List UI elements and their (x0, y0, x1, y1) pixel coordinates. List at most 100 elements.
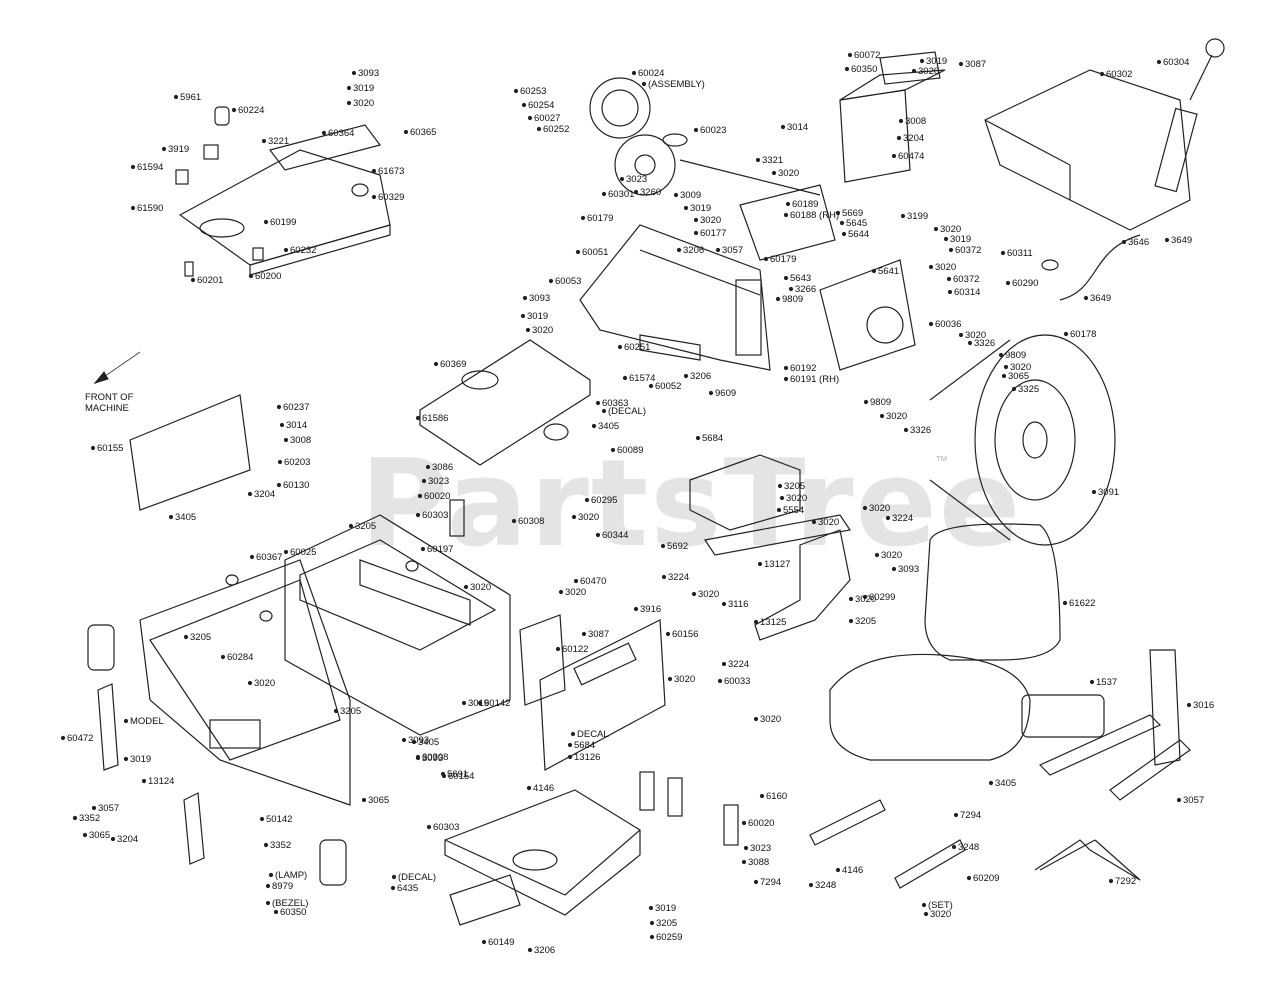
part-label: 3248 (958, 842, 979, 853)
part-label: 60025 (290, 547, 316, 558)
part-leader-dot (693, 127, 699, 133)
part-leader-dot (741, 820, 747, 826)
part-leader-dot (785, 201, 791, 207)
part-label: 3405 (418, 737, 439, 748)
part-leader-dot (783, 275, 789, 281)
part-label: 3206 (683, 245, 704, 256)
part-label: (DECAL) (608, 406, 646, 417)
part-leader-dot (753, 716, 759, 722)
part-leader-dot (896, 135, 902, 141)
part-label: 3019 (353, 83, 374, 94)
part-leader-dot (1001, 373, 1007, 379)
part-label: 3020 (786, 493, 807, 504)
part-leader-dot (555, 646, 561, 652)
watermark: PartsTree (360, 435, 1022, 574)
part-leader-dot (757, 561, 763, 567)
part-leader-dot (879, 413, 885, 419)
part-leader-dot (743, 845, 749, 851)
part-label: (ASSEMBLY) (648, 79, 705, 90)
part-label: 60350 (280, 907, 306, 918)
part-leader-dot (966, 875, 972, 881)
part-label: 3016 (1193, 700, 1214, 711)
part-label: 13124 (148, 776, 174, 787)
part-label: 5645 (846, 218, 867, 229)
transmission-frame (579, 224, 771, 371)
part-label: 60299 (869, 592, 895, 603)
part-label: 60372 (955, 245, 981, 256)
part-label: 60224 (238, 105, 264, 116)
part-label: 60052 (655, 381, 681, 392)
part-leader-dot (161, 146, 167, 152)
part-leader-dot (123, 718, 129, 724)
part-leader-dot (661, 574, 667, 580)
part-leader-dot (548, 278, 554, 284)
part-label: 60350 (851, 64, 877, 75)
part-leader-dot (660, 543, 666, 549)
seat-plate (444, 789, 641, 926)
part-leader-dot (249, 554, 255, 560)
part-label: 3205 (190, 632, 211, 643)
part-leader-dot (527, 115, 533, 121)
part-leader-dot (283, 247, 289, 253)
part-label: 7294 (760, 877, 781, 888)
part-label: 5684 (574, 740, 595, 751)
part-leader-dot (1089, 679, 1095, 685)
part-leader-dot (595, 532, 601, 538)
part-leader-dot (841, 231, 847, 237)
part-label: 60027 (534, 113, 560, 124)
part-label: 61673 (378, 166, 404, 177)
part-label: 3093 (358, 68, 379, 79)
part-leader-dot (567, 742, 573, 748)
part-label: 3646 (1128, 237, 1149, 248)
part-label: 60154 (448, 771, 474, 782)
part-label: 60470 (580, 576, 606, 587)
part-label: 3326 (974, 338, 995, 349)
part-label: 3020 (565, 587, 586, 598)
right-side-panel (539, 619, 666, 771)
part-leader-dot (783, 365, 789, 371)
part-leader-dot (403, 129, 409, 135)
part-label: 60303 (422, 510, 448, 521)
part-label: 3020 (578, 512, 599, 523)
part-leader-dot (741, 859, 747, 865)
part-label: 3205 (855, 616, 876, 627)
part-leader-dot (1108, 878, 1114, 884)
part-leader-dot (622, 375, 628, 381)
rear-wheel (929, 334, 1116, 546)
part-label: 3091 (1098, 487, 1119, 498)
part-label: 60072 (854, 50, 880, 61)
part-leader-dot (440, 771, 446, 777)
part-label: 3405 (175, 512, 196, 523)
part-label: 3649 (1090, 293, 1111, 304)
part-label: 5684 (702, 433, 723, 444)
part-leader-dot (247, 491, 253, 497)
part-leader-dot (967, 340, 973, 346)
part-leader-dot (571, 514, 577, 520)
part-label: 60237 (283, 402, 309, 413)
part-label: 60474 (898, 151, 924, 162)
part-label: 7294 (960, 810, 981, 821)
part-label: 60232 (290, 245, 316, 256)
part-label: 3020 (886, 411, 907, 422)
part-label: 60308 (518, 516, 544, 527)
part-leader-dot (567, 754, 573, 760)
part-label: 5554 (783, 505, 804, 516)
part-label: 3199 (907, 211, 928, 222)
part-label: 3020 (700, 215, 721, 226)
part-label: 60252 (543, 124, 569, 135)
floor-plate (419, 339, 591, 466)
part-leader-dot (1176, 797, 1182, 803)
part-leader-dot (411, 739, 417, 745)
part-label: 60053 (555, 276, 581, 287)
part-label: 60199 (270, 217, 296, 228)
part-label: 3020 (881, 550, 902, 561)
part-label: 60201 (197, 275, 223, 286)
part-leader-dot (527, 947, 533, 953)
part-label: 60178 (1070, 329, 1096, 340)
part-leader-dot (862, 505, 868, 511)
seat-bracket-13127 (754, 529, 851, 641)
part-label: 3020 (353, 98, 374, 109)
part-leader-dot (1156, 59, 1162, 65)
part-label: 60344 (602, 530, 628, 541)
part-label: 3023 (428, 476, 449, 487)
